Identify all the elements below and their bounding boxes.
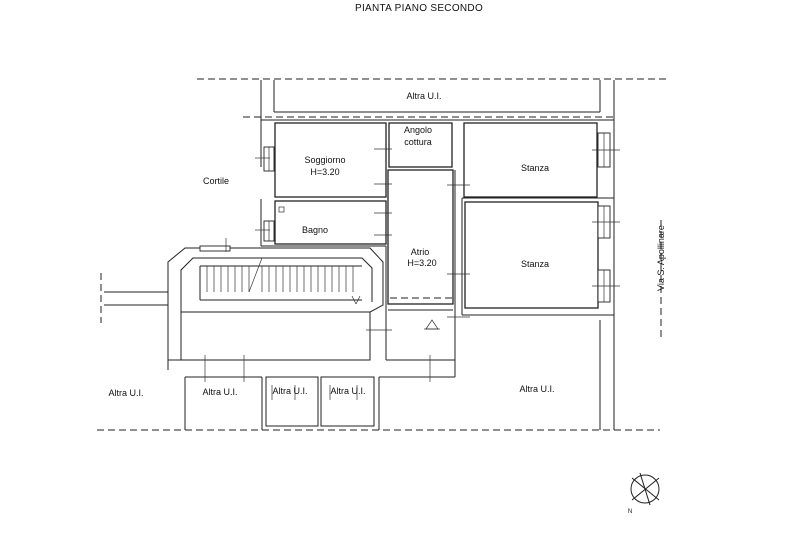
label-altra-ui-left: Altra U.I. [108, 388, 143, 398]
room-angolo-cottura [388, 122, 453, 168]
label-soggiorno: Soggiorno [304, 155, 345, 165]
room-soggiorno [274, 122, 387, 198]
exterior-walls [260, 170, 614, 361]
label-cortile: Cortile [203, 176, 229, 186]
label-north: N [628, 509, 632, 515]
label-cottura: cottura [404, 137, 432, 147]
label-altra-ui-top: Altra U.I. [406, 91, 441, 101]
label-stanza-mid: Stanza [521, 259, 549, 269]
north-arrow-icon [630, 472, 660, 506]
label-bagno: Bagno [302, 225, 328, 235]
label-altra-ui-b1: Altra U.I. [202, 387, 237, 397]
room-stanza-top [463, 122, 598, 198]
stairwell [167, 247, 384, 370]
bottom-units [184, 320, 601, 430]
label-angolo: Angolo [404, 125, 432, 135]
label-altra-ui-b3: Altra U.I. [330, 386, 365, 396]
label-street: Via S. Apollinare [656, 225, 666, 291]
section-ticks [204, 148, 620, 400]
label-atrio: Atrio [411, 247, 430, 257]
room-bagno [274, 200, 387, 245]
altra-ui-top [260, 80, 615, 430]
room-atrio [387, 169, 454, 311]
plan-title: PIANTA PIANO SECONDO [355, 3, 483, 14]
left-passage [104, 291, 168, 306]
label-atrio-height: H=3.20 [407, 258, 436, 268]
label-stanza-top: Stanza [521, 163, 549, 173]
room-stanza-mid [464, 201, 599, 309]
label-soggiorno-height: H=3.20 [310, 167, 339, 177]
label-altra-ui-b2: Altra U.I. [272, 386, 307, 396]
label-altra-ui-right: Altra U.I. [519, 384, 554, 394]
level-marker-icon [424, 319, 440, 330]
